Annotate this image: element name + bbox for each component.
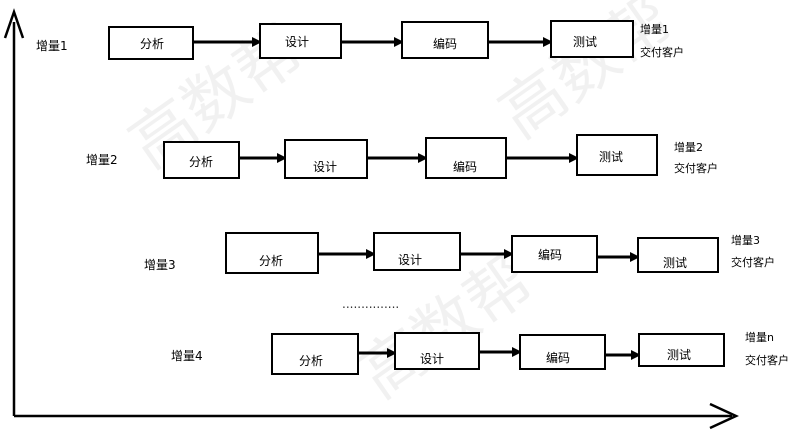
increment-label: 增量1 (36, 39, 68, 53)
increment-label: 增量3 (144, 258, 176, 272)
stage-label-design: 设计 (398, 253, 422, 267)
stage-box-coding (511, 235, 598, 273)
stage-label-coding: 编码 (433, 36, 457, 51)
delivery-note: 交付客户 (640, 45, 684, 59)
axes (3, 8, 739, 430)
stage-label-testing: 测试 (663, 255, 687, 270)
stage-label-design: 设计 (313, 160, 337, 174)
stage-label-analysis: 分析 (259, 254, 283, 268)
delivery-note: 交付客户 (745, 353, 789, 367)
increment-label: 增量2 (86, 153, 118, 167)
stage-box-testing (576, 134, 658, 176)
increment-row-1: 增量1 分析 设计 编码 测试 增量1 交付客户 (36, 20, 684, 60)
stage-box-testing (638, 333, 725, 367)
stage-label-testing: 测试 (599, 149, 623, 164)
stage-label-coding: 编码 (538, 247, 562, 262)
vertical-axis-arrowhead-icon (3, 8, 25, 39)
stage-box-design (373, 232, 461, 271)
delivery-title: 增量2 (674, 140, 703, 154)
stage-box-design (394, 332, 480, 370)
delivery-title: 增量1 (640, 22, 669, 36)
delivery-note: 交付客户 (731, 255, 775, 269)
stage-box-testing (637, 237, 719, 273)
stage-label-testing: 测试 (573, 34, 597, 49)
stage-label-coding: 编码 (453, 159, 477, 174)
stage-box-analysis (163, 141, 240, 179)
delivery-note: 交付客户 (674, 161, 718, 175)
increment-row-3: 增量3 分析 设计 编码 测试 增量3 交付客户 (144, 232, 775, 274)
stage-label-testing: 测试 (667, 347, 691, 362)
stage-box-analysis (225, 232, 319, 274)
stage-label-design: 设计 (285, 35, 309, 49)
increment-row-4: 增量4 分析 设计 编码 测试 增量n 交付客户 (171, 330, 789, 375)
stage-label-analysis: 分析 (299, 354, 323, 368)
stage-label-analysis: 分析 (140, 37, 164, 51)
delivery-title: 增量n (745, 330, 774, 344)
delivery-title: 增量3 (731, 233, 760, 247)
stage-box-analysis (271, 333, 359, 375)
stage-label-design: 设计 (420, 352, 444, 366)
horizontal-axis-arrowhead-icon (709, 402, 739, 430)
stage-box-coding (401, 21, 489, 59)
increment-row-2: 增量2 分析 设计 编码 测试 增量2 交付客户 (86, 134, 718, 179)
stage-box-coding (519, 334, 606, 370)
stage-box-testing (550, 20, 634, 58)
separator-dots: ............... (342, 297, 399, 311)
increment-label: 增量4 (171, 349, 203, 363)
stage-label-coding: 编码 (546, 350, 570, 365)
stage-label-analysis: 分析 (189, 155, 213, 169)
